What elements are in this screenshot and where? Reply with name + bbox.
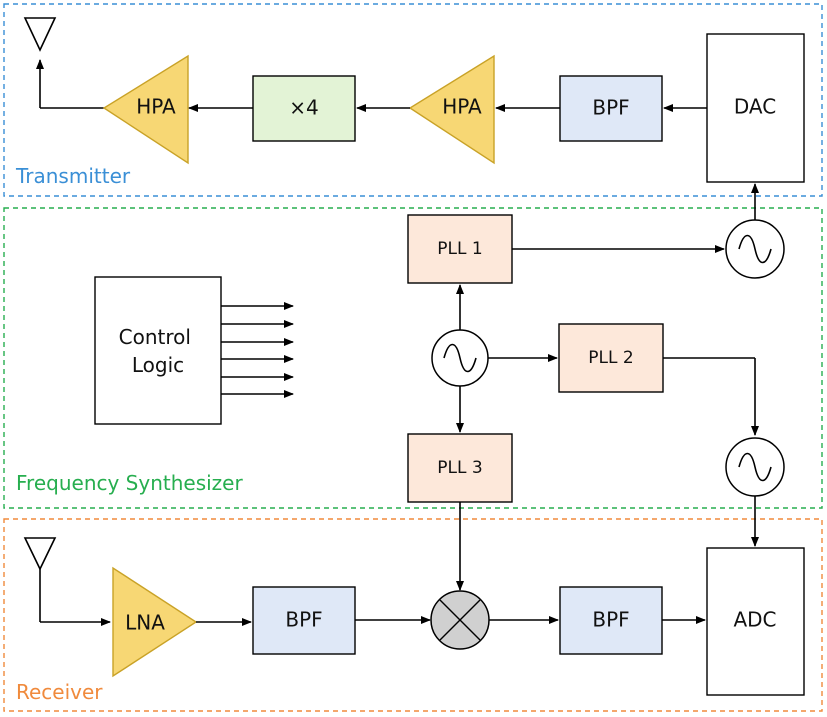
- control-logic-block: Control Logic: [94, 276, 222, 425]
- pll-2-block: PLL 2: [558, 323, 664, 393]
- multiplier-label: ×4: [289, 96, 318, 120]
- transmitter-label: Transmitter: [15, 164, 131, 188]
- hpa-1-label: HPA: [136, 95, 176, 119]
- receiver-label: Receiver: [16, 680, 103, 704]
- control-outputs: [221, 302, 294, 398]
- pll-3-label: PLL 3: [437, 458, 482, 478]
- hpa-2-label: HPA: [442, 95, 482, 119]
- pll-1-label: PLL 1: [437, 239, 482, 259]
- oscillator-icon: [431, 329, 489, 387]
- hpa-amplifier-1: HPA: [102, 54, 189, 165]
- antenna-icon: [23, 17, 57, 52]
- pll-1-block: PLL 1: [407, 214, 513, 284]
- rx-bandpass-filter-2: BPF: [559, 586, 663, 655]
- antenna-icon: [23, 537, 57, 571]
- pll-3-block: PLL 3: [407, 433, 513, 503]
- lna-label: LNA: [125, 611, 165, 635]
- rx-bandpass-filter-1: BPF: [252, 586, 356, 655]
- tx-bpf-label: BPF: [592, 96, 629, 120]
- receiver-section: [3, 518, 823, 712]
- transmitter-section: [3, 3, 823, 197]
- control-logic-label: Control Logic: [119, 325, 198, 377]
- dac-label: DAC: [734, 95, 776, 119]
- oscillator-icon: [725, 219, 785, 279]
- tx-bandpass-filter: BPF: [559, 75, 663, 142]
- mixer-icon: [430, 590, 490, 650]
- lna-amplifier: LNA: [112, 566, 198, 678]
- frequency-multiplier: ×4: [252, 75, 356, 142]
- dac-block: DAC: [706, 33, 805, 183]
- adc-block: ADC: [706, 547, 805, 696]
- adc-label: ADC: [733, 608, 776, 632]
- synthesizer-section: [3, 207, 823, 509]
- synthesizer-label: Frequency Synthesizer: [16, 471, 243, 495]
- rx-bpf-2-label: BPF: [592, 608, 629, 632]
- rx-bpf-1-label: BPF: [285, 608, 322, 632]
- pll-2-label: PLL 2: [588, 348, 633, 368]
- oscillator-icon: [725, 437, 785, 497]
- hpa-amplifier-2: HPA: [408, 54, 495, 165]
